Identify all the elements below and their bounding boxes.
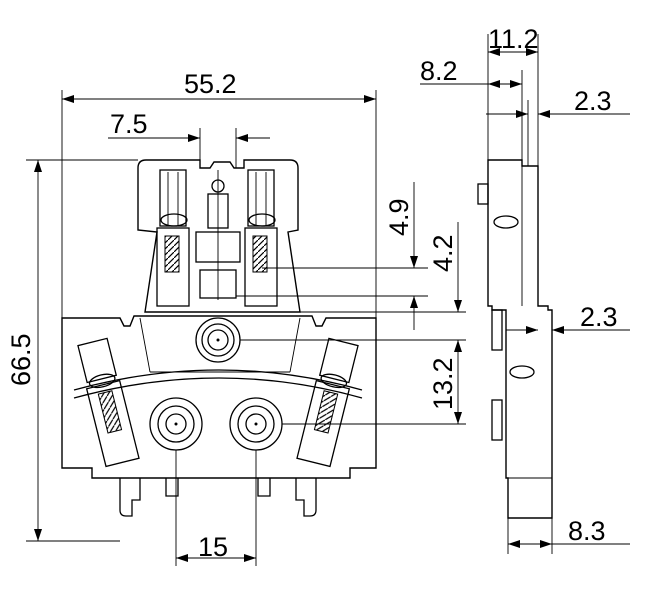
dim-vertical-offsets: 4.9 4.2 13.2 (236, 182, 466, 425)
top-left-terminal (156, 169, 190, 307)
side-body-outline (487, 159, 553, 519)
dim-label-4-2: 4.2 (428, 234, 458, 272)
side-view: 11.2 8.2 2.3 2.3 (420, 24, 630, 554)
dim-label-15: 15 (198, 532, 228, 562)
dim-label-8-3: 8.3 (568, 516, 606, 546)
bottom-left-socket (149, 397, 203, 451)
dim-side-width: 11.2 (487, 24, 539, 166)
dim-label-55-2: 55.2 (184, 69, 237, 99)
right-angled-terminal (296, 337, 359, 468)
dim-label-7-5: 7.5 (110, 109, 148, 139)
top-block-outline (137, 159, 301, 313)
dim-label-11-2: 11.2 (488, 24, 539, 54)
main-body-outline (61, 315, 377, 479)
dim-overall-height: 66.5 (6, 159, 138, 542)
dim-side-step-mid: 2.3 (506, 302, 630, 334)
top-right-terminal (244, 169, 278, 307)
front-view: 55.2 7.5 66.5 15 (6, 69, 466, 566)
top-center-pin (195, 170, 241, 300)
bridge-plate (73, 369, 363, 391)
left-angled-terminal (77, 337, 140, 468)
dim-pin-offset: 7.5 (108, 109, 270, 168)
dim-side-inner: 8.2 (420, 56, 523, 160)
bottom-right-socket (229, 397, 283, 451)
dim-label-13-2: 13.2 (428, 357, 458, 410)
center-socket (195, 317, 241, 363)
dim-label-66-5: 66.5 (6, 333, 36, 386)
dim-side-base: 8.3 (507, 516, 630, 554)
dim-side-step-top: 2.3 (486, 86, 630, 166)
mounting-feet (119, 478, 317, 517)
dim-label-2-3-top: 2.3 (574, 86, 612, 116)
dim-label-2-3-mid: 2.3 (580, 302, 618, 332)
dim-pin-spacing: 15 (175, 450, 257, 566)
dim-label-4-9: 4.9 (384, 198, 414, 236)
dim-overall-width: 55.2 (61, 69, 377, 318)
dim-label-8-2: 8.2 (420, 56, 458, 86)
